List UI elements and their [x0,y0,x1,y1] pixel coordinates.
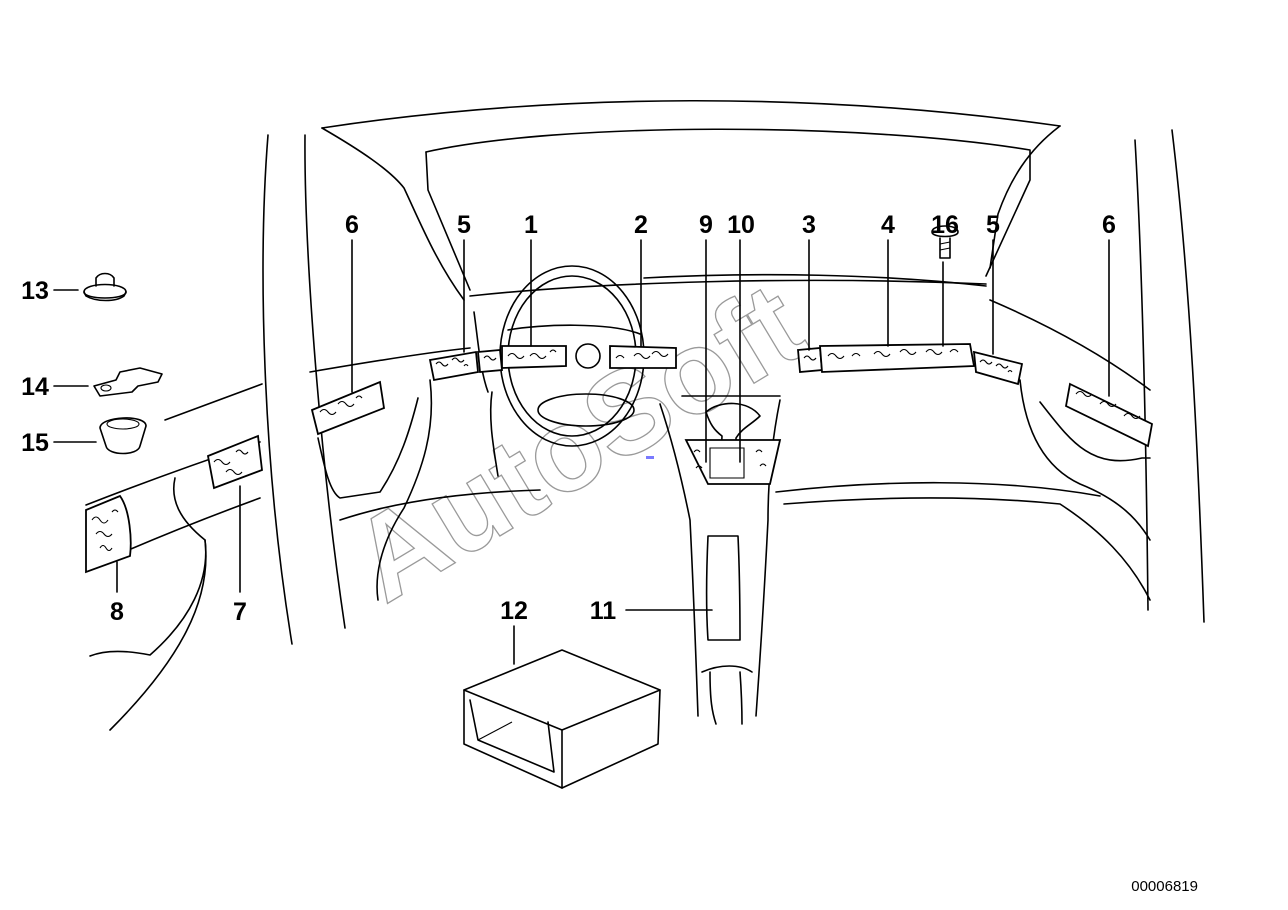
callout-5-right: 5 [986,211,1000,239]
trim-strip-passenger-center [819,343,976,373]
car-interior-drawing [85,99,1205,731]
marker [646,456,654,459]
callout-5-left: 5 [457,211,471,239]
trim-strip-driver-left [477,349,503,373]
callout-3: 3 [802,211,816,239]
trim-strip-gear-surround [684,439,782,485]
trim-strip-driver-right [609,345,677,369]
box-part-12 [463,649,661,789]
catalog-number: 00006819 [1131,878,1198,895]
trim-strip-passenger-left [797,347,823,373]
callout-16: 16 [931,211,959,239]
screw-part-16 [931,225,959,259]
clip-part-14 [93,367,163,397]
trim-strip-right-dash-side [972,350,1024,386]
trim-strip-left-dash-side [428,350,479,382]
callout-10: 10 [727,211,755,239]
callout-7: 7 [233,598,247,626]
callout-11: 11 [590,597,617,625]
trim-strip-left-door-rear [85,494,132,574]
callout-4: 4 [881,211,895,239]
trim-strip-right-door-panel [1064,382,1154,448]
trim-strip-left-door-front [206,434,263,490]
callout-labels: 1 2 3 4 5 5 6 6 7 8 9 10 11 12 13 14 15 … [21,211,1116,626]
callout-12: 12 [500,597,528,625]
callout-13: 13 [21,277,49,305]
leader-lines [53,239,1110,665]
callout-6-right: 6 [1102,211,1116,239]
grommet-part-15 [99,417,147,455]
callout-8: 8 [110,598,124,626]
nut-part-13 [83,272,127,302]
trim-strip-driver-center [501,345,567,369]
callout-9: 9 [699,211,713,239]
callout-1: 1 [524,211,538,239]
trim-strip-left-door-panel [310,380,385,436]
callout-6-left: 6 [345,211,359,239]
callout-15: 15 [21,429,49,457]
callout-14: 14 [21,373,49,401]
callout-2: 2 [634,211,648,239]
